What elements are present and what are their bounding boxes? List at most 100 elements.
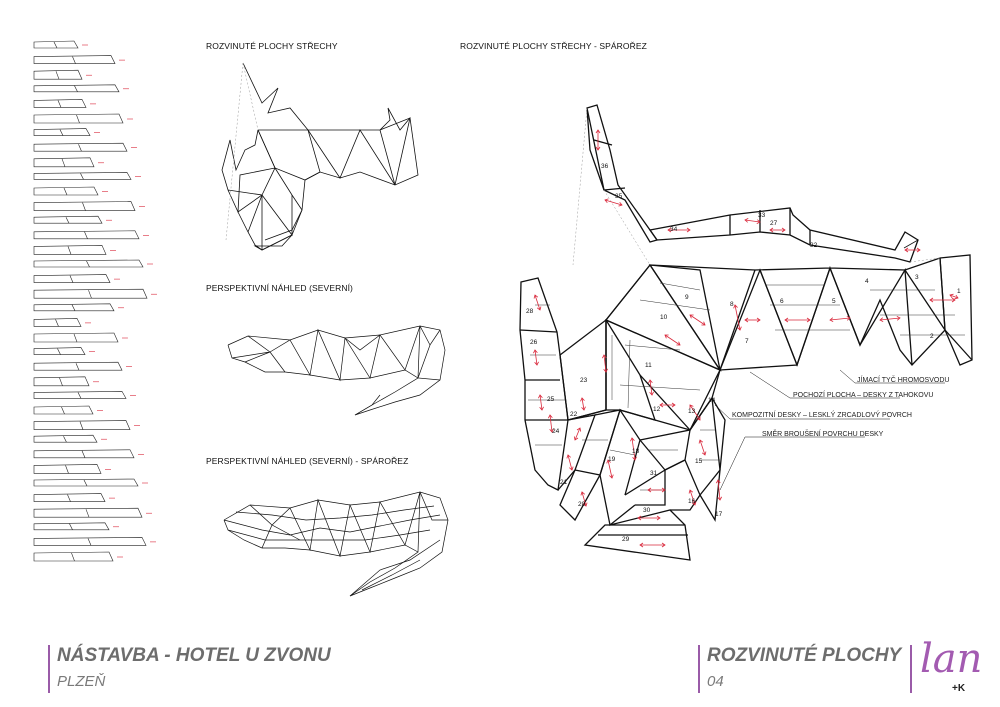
panel-number-26: 26 [530,339,538,346]
strip-panel-outline [33,128,91,136]
arrow-head [569,466,574,471]
panel-number-21: 21 [560,479,568,486]
callout-walkway: POCHOZÍ PLOCHA – DESKY Z TAHOKOVU [793,392,934,399]
strip-panel-divider [59,129,64,136]
strip-panel-outline [33,99,87,108]
strip-panel-divider [61,158,66,167]
strip-panel-outline [33,376,90,387]
arrow-head [548,414,553,419]
arrow-head [538,394,543,399]
arrow-head [904,247,909,253]
arrow-head [916,247,921,253]
strip-panel-outline [33,434,98,443]
arrow-head [954,294,959,300]
arrow-head [639,542,644,548]
strip-panel-outline [33,215,103,224]
direction-arrow [539,394,543,411]
strip-panel-outline [33,332,119,343]
arrow-head [951,297,956,303]
strip-panel-outline [33,40,79,49]
arrow-head [689,314,694,319]
arrow-head [691,501,697,506]
strip-panel-outline [33,288,148,299]
panel-number-30: 30 [643,507,651,514]
direction-arrow [649,379,653,396]
direction-arrow [604,199,623,206]
arrow-head [733,304,738,309]
strip-panel-outline [33,55,116,64]
arrow-head [630,437,635,442]
strip-panel-divider [71,552,75,562]
strip-panel-divider [69,523,73,530]
arrow-head [696,416,701,421]
arrow-head [603,368,608,373]
direction-arrow [664,334,681,346]
panel-number-11: 11 [645,362,652,369]
strip-panel-divider [83,479,88,487]
strip-panel-divider [81,450,86,458]
arrow-head [829,317,834,323]
direction-arrow [949,294,959,299]
direction-arrow [581,491,587,507]
panel-number-31: 31 [650,470,658,477]
panel-number-16: 16 [688,498,696,505]
arrow-head [533,349,538,354]
direction-arrow [734,304,741,331]
arrow-head [769,227,774,233]
arrow-head [701,321,706,326]
project-city: PLZEŇ [57,673,106,690]
callout-grinding: SMĚR BROUŠENÍ POVRCHU DESKY [762,431,884,438]
arrow-head [756,219,761,224]
arrow-head [659,402,664,408]
arrow-head [573,436,579,441]
panel-number-32: 32 [810,242,818,249]
strip-panel-divider [59,377,63,386]
strip-panel-outline [33,303,115,312]
direction-arrow [607,459,613,479]
direction-arrow [567,454,573,471]
strip-panel-divider [71,304,76,311]
panel-number-33: 33 [758,212,766,219]
strip-panel-divider [72,56,76,64]
panel-number-3: 3 [915,274,919,281]
strip-panel-divider [88,290,92,299]
direction-arrow [534,294,541,311]
footer-divider-left [48,645,50,693]
strip-panel-outline [33,84,120,93]
arrow-head [606,459,611,464]
strip-panel-divider [82,202,86,211]
arrow-head [647,487,652,493]
strip-panel-outline [33,69,83,80]
strip-panel-divider [57,100,62,108]
direction-arrow [574,427,581,441]
strip-panel-outline [33,391,127,399]
footer-divider-logo [910,645,912,693]
strip-panel-divider [63,436,67,443]
arrow-head [632,456,637,461]
arrow-head [715,479,721,484]
panel-number-2: 2 [930,333,934,340]
strip-panel-divider [73,333,78,343]
direction-arrow [879,317,901,321]
heading-perspective-north: PERSPEKTIVNÍ NÁHLED (SEVERNÍ) [206,283,353,293]
panel-number-8: 8 [730,301,734,308]
panel-number-34: 34 [670,226,678,233]
arrow-head [717,496,723,501]
strip-panel-outline [33,142,128,152]
panel-number-22: 22 [570,411,578,418]
strip-panel-divider [55,319,59,327]
footer-divider-right [698,645,700,693]
strip-panel-divider [85,509,90,518]
panel-number-17: 17 [715,511,723,518]
direction-arrow [549,414,553,433]
arrow-head [602,354,607,359]
strip-panel-divider [74,85,78,92]
arrow-head [595,146,601,151]
strip-panel-divider [77,392,82,399]
strip-panel-divider [87,538,92,546]
arrow-head [698,439,704,444]
strip-panel-outline [33,113,124,124]
panel-number-7: 7 [745,338,749,345]
